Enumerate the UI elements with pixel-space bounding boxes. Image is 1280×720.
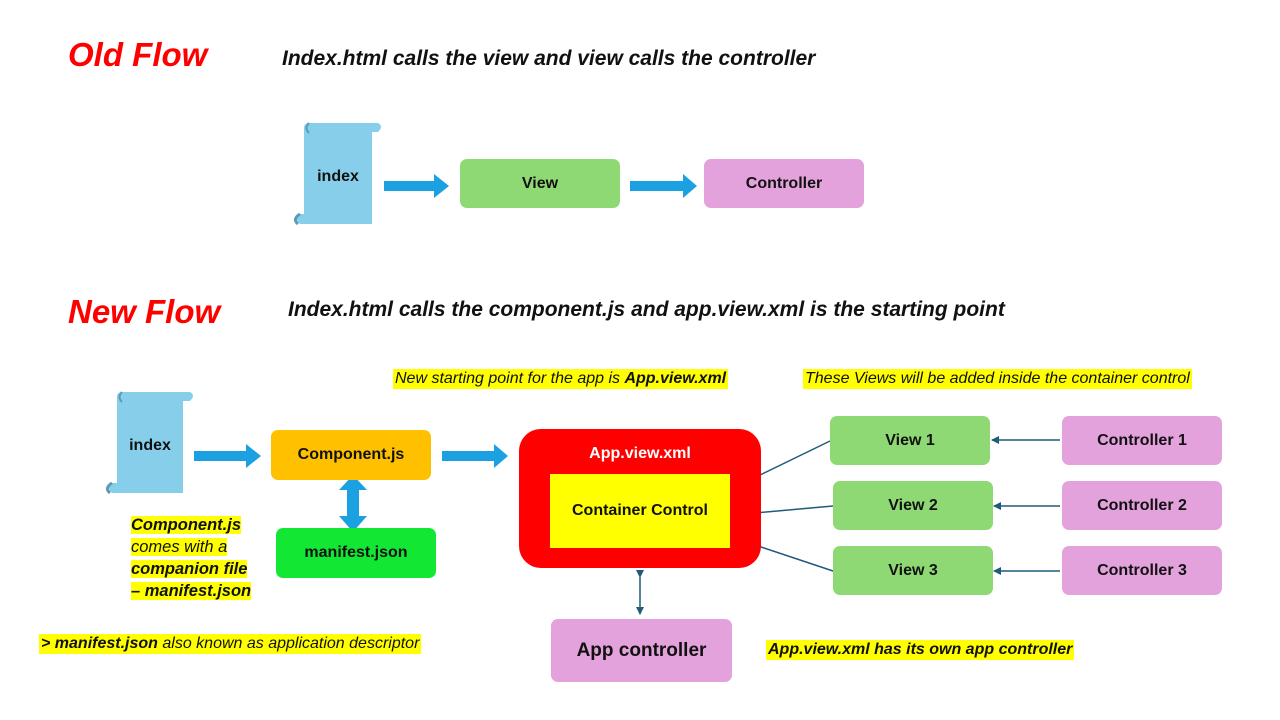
double-arrow-component-manifest	[339, 475, 367, 532]
component-note-line2: comes with a	[131, 538, 228, 556]
component-js-box: Component.js	[271, 430, 431, 480]
new-arrow-component-to-appview	[442, 444, 508, 468]
old-view-box: View	[460, 159, 620, 208]
new-index-scroll-icon	[105, 391, 193, 495]
component-note-line1: Component.js	[131, 516, 241, 534]
new-flow-heading: New Flow	[68, 293, 221, 330]
manifest-json-box: manifest.json	[276, 528, 436, 578]
descriptor-note: > manifest.json also known as applicatio…	[39, 634, 422, 654]
view-2-box: View 2	[833, 481, 993, 530]
new-flow-subtitle: Index.html calls the component.js and ap…	[288, 298, 1005, 321]
old-arrow-view-to-controller	[630, 174, 697, 198]
view-1-box: View 1	[830, 416, 990, 465]
new-index-label: index	[129, 437, 171, 454]
app-view-xml-label: App.view.xml	[589, 445, 691, 462]
descriptor-note-bold: > manifest.json	[41, 635, 158, 652]
old-index-scroll-icon	[293, 122, 381, 226]
starting-point-note: New starting point for the app is App.vi…	[393, 369, 729, 389]
old-controller-box: Controller	[704, 159, 864, 208]
view-3-box: View 3	[833, 546, 993, 595]
controller-3-box: Controller 3	[1062, 546, 1222, 595]
old-flow-heading: Old Flow	[68, 36, 208, 73]
app-view-xml-box: App.view.xml Container Control	[519, 429, 761, 568]
starting-point-note-bold: App.view.xml	[624, 370, 727, 387]
component-note: Component.js comes with a companion file…	[131, 514, 252, 602]
app-controller-box: App controller	[551, 619, 732, 682]
new-arrow-index-to-component	[194, 444, 261, 468]
old-arrow-index-to-view	[384, 174, 449, 198]
container-control-box: Container Control	[550, 474, 730, 548]
descriptor-note-text: also known as application descriptor	[157, 635, 420, 652]
controller-2-box: Controller 2	[1062, 481, 1222, 530]
component-note-line4: – manifest.json	[131, 582, 252, 600]
controller-1-box: Controller 1	[1062, 416, 1222, 465]
old-index-label: index	[317, 168, 359, 185]
app-controller-note: App.view.xml has its own app controller	[766, 640, 1075, 660]
views-note: These Views will be added inside the con…	[803, 369, 1192, 389]
component-note-line3: companion file	[131, 560, 248, 578]
old-flow-subtitle: Index.html calls the view and view calls…	[282, 47, 816, 70]
starting-point-note-text: New starting point for the app is	[395, 370, 625, 387]
